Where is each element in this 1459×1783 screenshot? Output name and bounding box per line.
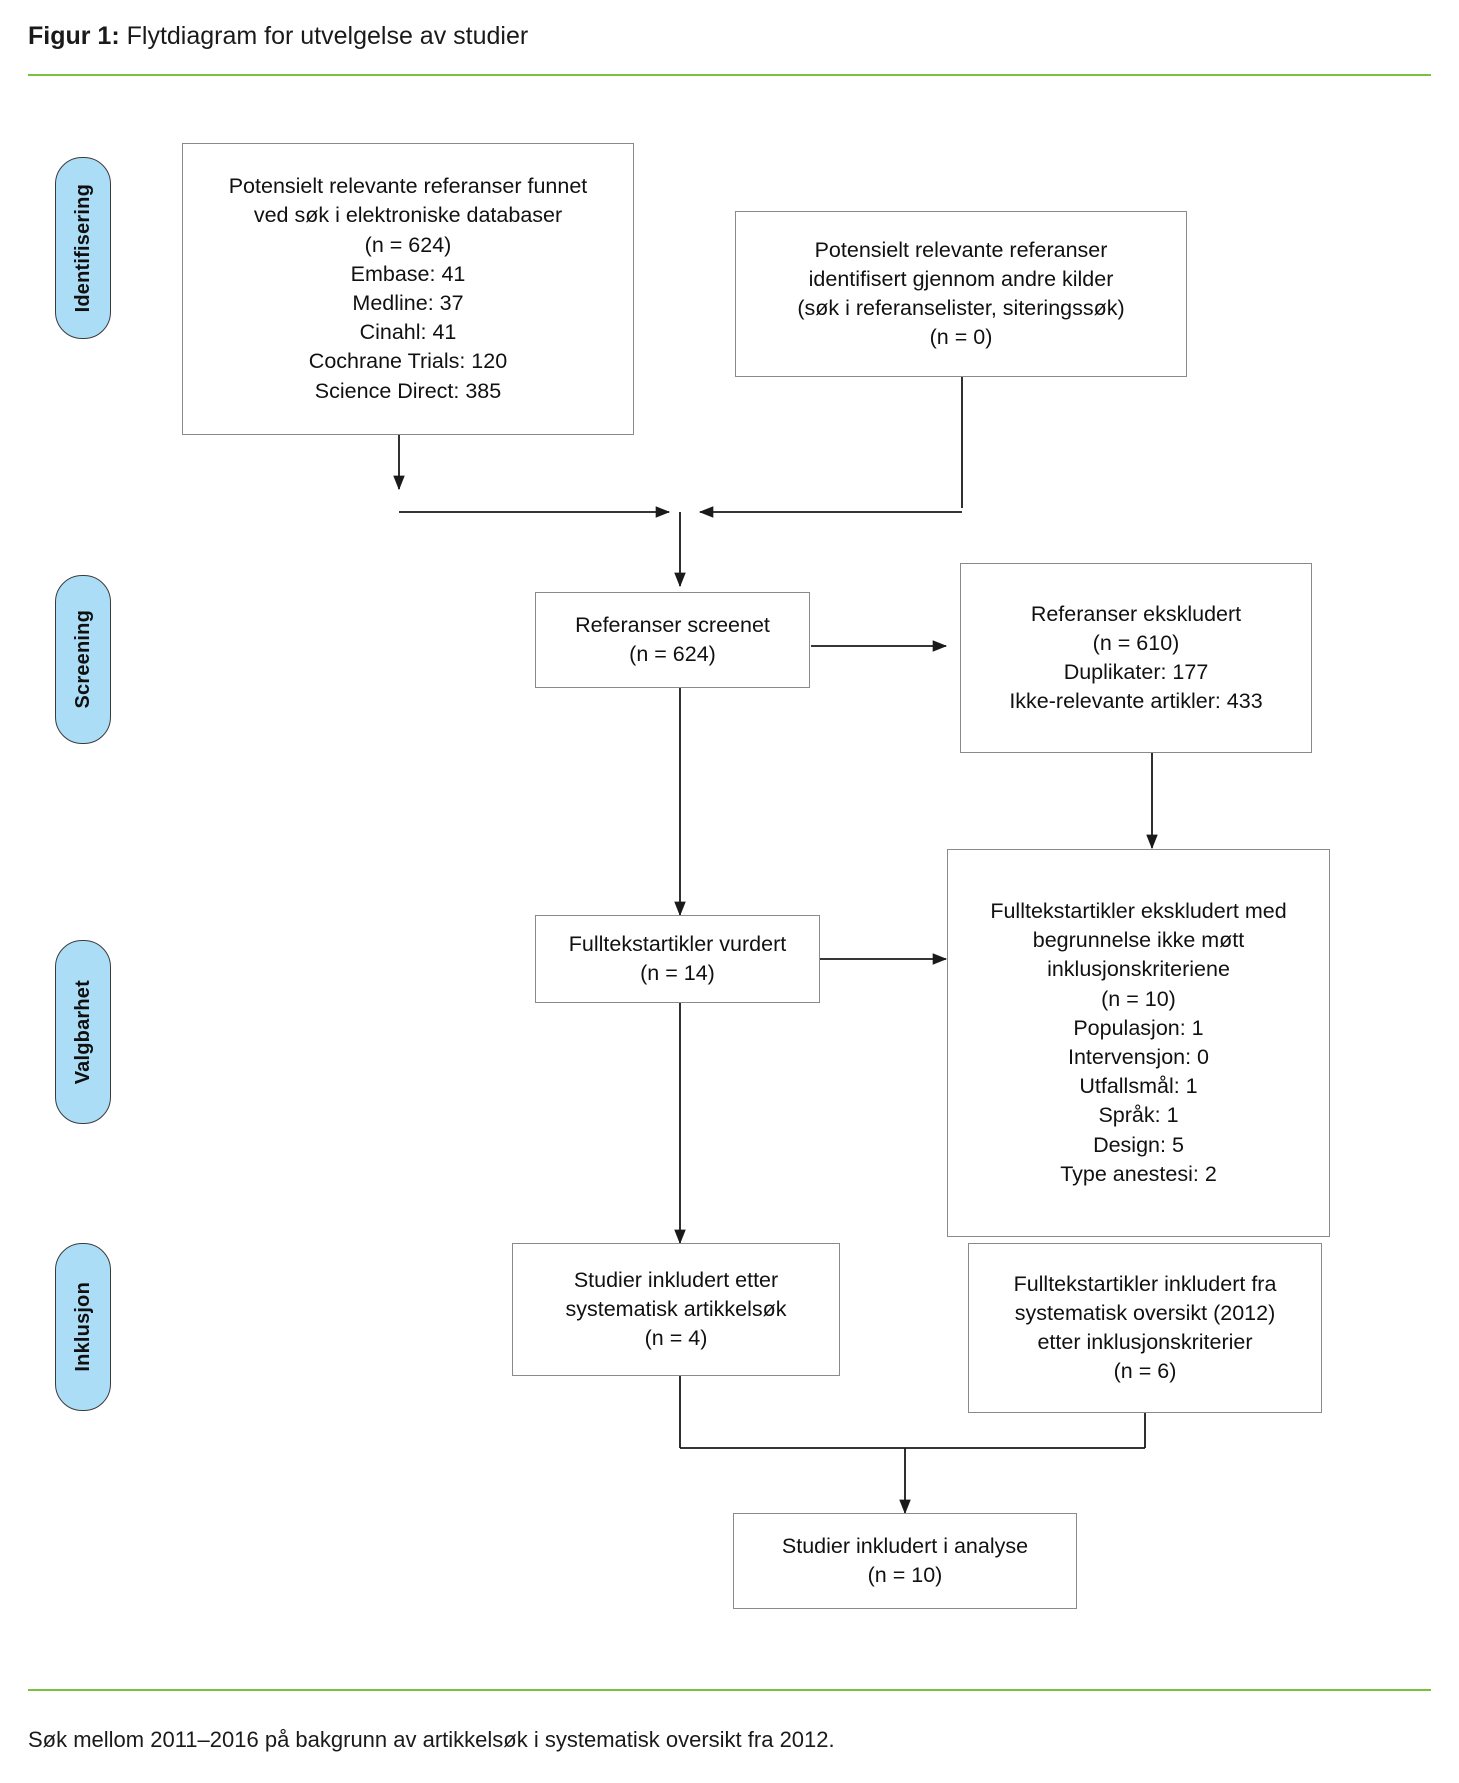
box-line: Design: 5	[1093, 1132, 1184, 1157]
box-line: (n = 0)	[929, 325, 993, 350]
stage-pill-inklusjon: Inklusjon	[55, 1243, 111, 1411]
box-line: Potensielt relevante referanser funnet	[228, 174, 588, 199]
figure-title-text: Flytdiagram for utvelgelse av studier	[119, 22, 529, 50]
header-divider	[28, 74, 1431, 76]
box-line: Språk: 1	[1098, 1103, 1179, 1128]
box-references-excluded: Referanser ekskludert (n = 610) Duplikat…	[960, 563, 1312, 753]
box-line: (n = 624)	[364, 232, 452, 257]
box-line: Ikke-relevante artikler: 433	[1009, 689, 1263, 714]
box-line: (n = 14)	[640, 961, 715, 985]
box-line: Referanser ekskludert	[1030, 601, 1242, 626]
box-line: Medline: 37	[352, 291, 464, 315]
box-line: Duplikater: 177	[1063, 660, 1209, 684]
box-line: Studier inkludert i analyse	[781, 1533, 1029, 1558]
page-title: Figur 1: Flytdiagram for utvelgelse av s…	[28, 22, 528, 51]
box-line: Fulltekstartikler ekskludert med	[990, 898, 1287, 923]
box-line: Embase: 41	[350, 261, 466, 286]
box-fulltext-assessed: Fulltekstartikler vurdert (n = 14)	[535, 915, 820, 1003]
box-included-from-review: Fulltekstartikler inkludert fra systemat…	[968, 1243, 1322, 1413]
box-line: systematisk artikkelsøk	[565, 1296, 787, 1321]
box-fulltext-excluded: Fulltekstartikler ekskludert med begrunn…	[947, 849, 1330, 1237]
stage-label-identifisering: Identifisering	[71, 183, 94, 313]
figure-label: Figur 1:	[28, 22, 120, 50]
box-line: Cochrane Trials: 120	[308, 349, 508, 374]
stage-label-screening: Screening	[71, 610, 94, 709]
box-line: inklusjonskriteriene	[1047, 957, 1230, 982]
box-line: etter inklusjonskriterier	[1037, 1330, 1253, 1354]
box-line: Type anestesi: 2	[1060, 1161, 1217, 1186]
box-line: Populasjon: 1	[1073, 1015, 1204, 1040]
figure-caption: Søk mellom 2011–2016 på bakgrunn av arti…	[28, 1727, 835, 1752]
box-line: Potensielt relevante referanser	[814, 237, 1108, 262]
box-line: (n = 6)	[1113, 1359, 1177, 1384]
box-line: Fulltekstartikler vurdert	[568, 931, 787, 956]
box-line: begrunnelse ikke møtt	[1032, 928, 1245, 953]
box-line: (n = 4)	[644, 1326, 708, 1351]
box-line: Cinahl: 41	[359, 320, 457, 345]
box-line: Science Direct: 385	[314, 378, 502, 403]
box-line: Utfallsmål: 1	[1079, 1074, 1198, 1099]
stage-label-inklusjon: Inklusjon	[71, 1282, 94, 1372]
box-references-screened: Referanser screenet (n = 624)	[535, 592, 810, 688]
stage-pill-identifisering: Identifisering	[55, 157, 111, 339]
stage-pill-screening: Screening	[55, 575, 111, 744]
footer-divider	[28, 1689, 1431, 1691]
box-line: systematisk oversikt (2012)	[1014, 1300, 1276, 1325]
box-line: identifisert gjennom andre kilder	[808, 266, 1114, 291]
box-line: Fulltekstartikler inkludert fra	[1013, 1271, 1277, 1296]
box-other-sources: Potensielt relevante referanser identifi…	[735, 211, 1187, 377]
box-line: (n = 624)	[629, 642, 716, 666]
box-databases: Potensielt relevante referanser funnet v…	[182, 143, 634, 435]
box-line: Referanser screenet	[575, 612, 770, 637]
box-included-after-search: Studier inkludert etter systematisk arti…	[512, 1243, 840, 1376]
box-line: (n = 610)	[1092, 630, 1180, 655]
box-line: Studier inkludert etter	[573, 1267, 779, 1292]
stage-pill-valgbarhet: Valgbarhet	[55, 940, 111, 1124]
box-line: ved søk i elektroniske databaser	[253, 203, 563, 228]
stage-label-valgbarhet: Valgbarhet	[71, 979, 94, 1085]
box-line: (søk i referanselister, siteringssøk)	[797, 296, 1125, 320]
box-included-in-analysis: Studier inkludert i analyse (n = 10)	[733, 1513, 1077, 1609]
box-line: Intervensjon: 0	[1067, 1045, 1210, 1069]
box-line: (n = 10)	[867, 1563, 943, 1587]
box-line: (n = 10)	[1101, 986, 1176, 1011]
